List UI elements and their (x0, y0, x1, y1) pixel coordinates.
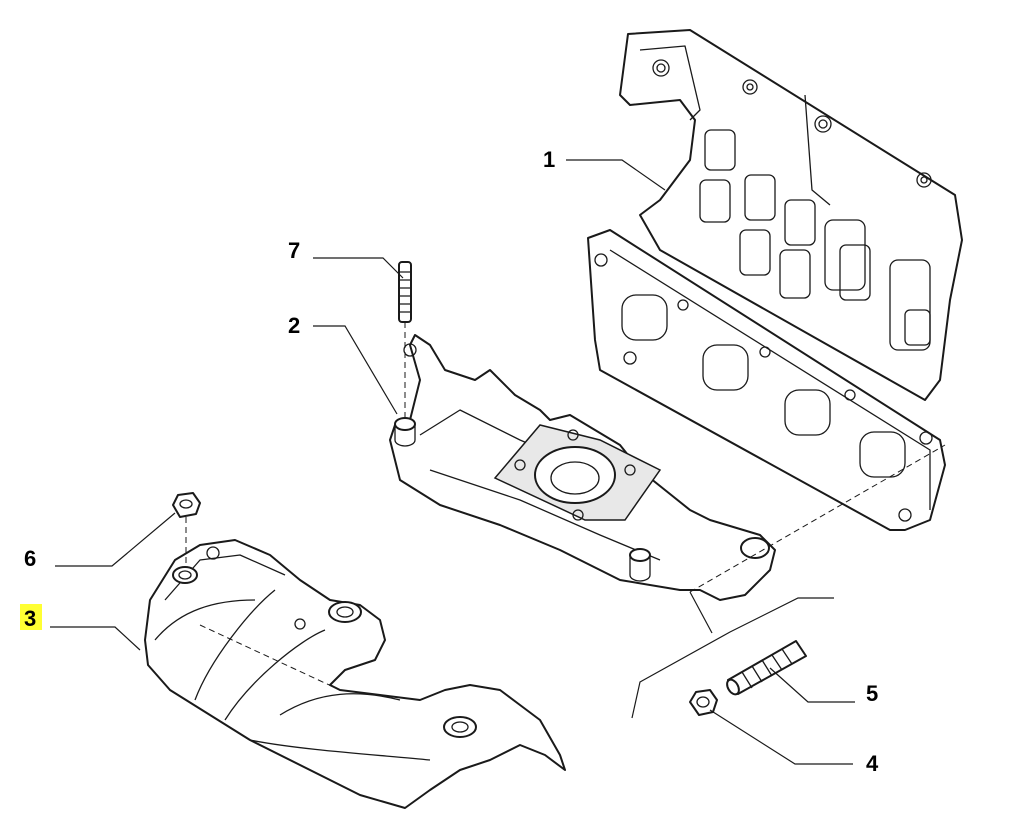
part-1-upper-heat-shield (619, 29, 963, 401)
callout-labels: 1 2 3 4 5 6 7 (20, 147, 879, 776)
part-4-nut (689, 689, 718, 716)
part-7-stud (398, 261, 412, 323)
callout-4: 4 (866, 751, 879, 776)
part-5-stud (726, 640, 807, 696)
part-2-exhaust-manifold (389, 334, 776, 601)
part-3-manifold-heat-shield (144, 539, 566, 809)
callout-7: 7 (288, 238, 300, 263)
callout-5: 5 (866, 681, 878, 706)
callout-1: 1 (543, 147, 555, 172)
callout-3: 3 (24, 606, 36, 631)
callout-2: 2 (288, 313, 300, 338)
assembly-lines (185, 322, 946, 691)
callout-3-highlight (20, 604, 42, 630)
part-6-nut (172, 492, 201, 518)
leader-lines (50, 159, 855, 765)
part-1-manifold-gasket (587, 229, 946, 531)
callout-6: 6 (24, 546, 36, 571)
